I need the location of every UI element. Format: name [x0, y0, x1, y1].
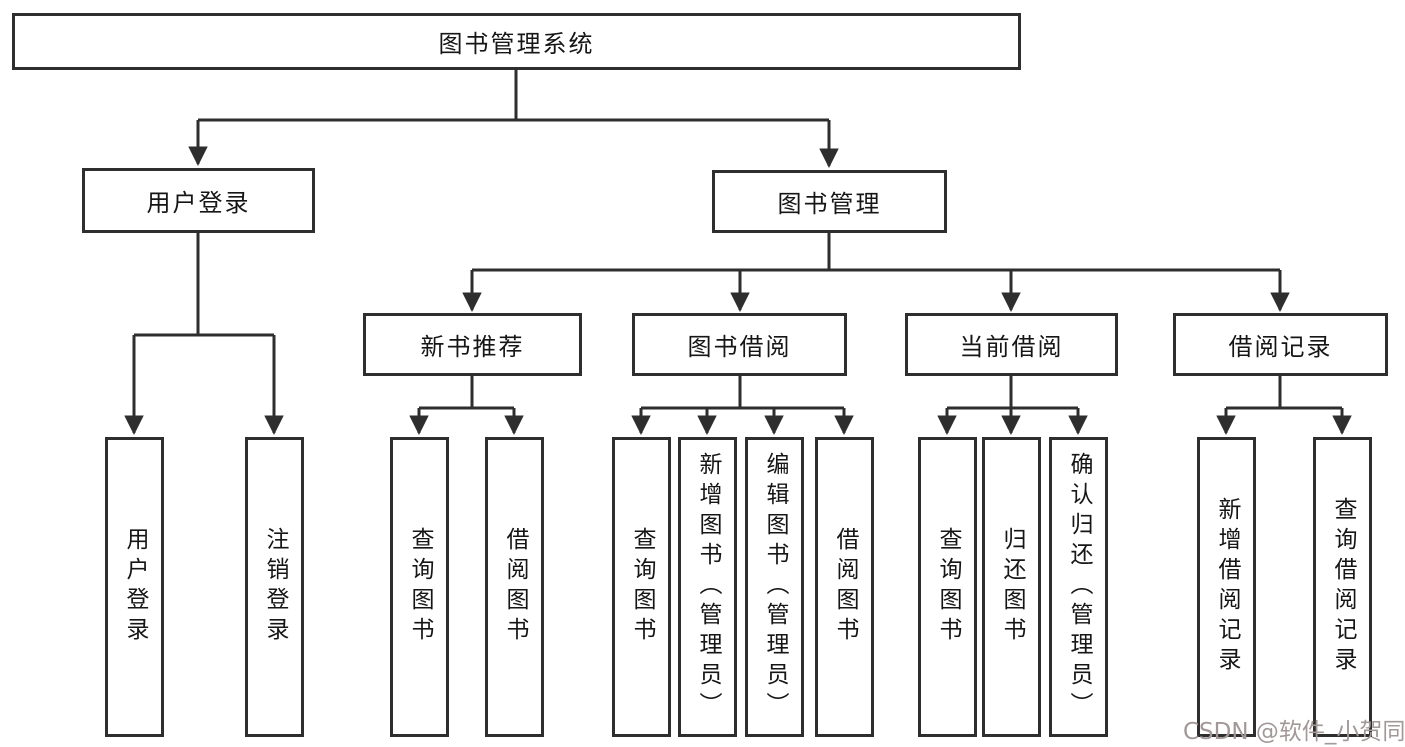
leaf-rec-query-record: 查询借阅记录 [1313, 437, 1372, 737]
csdn-watermark: CSDN @软件_小贺同学 [1183, 719, 1405, 745]
node-current-borrow: 当前借阅 [905, 313, 1118, 376]
leaf-logout: 注销登录 [245, 437, 304, 737]
node-user-login: 用户登录 [82, 168, 315, 233]
leaf-bb-add-book-admin: 新增图书（管理员） [678, 437, 737, 737]
leaf-rec-add-record: 新增借阅记录 [1197, 437, 1256, 737]
leaf-bb-edit-book-admin: 编辑图书（管理员） [745, 437, 804, 737]
leaf-user-login: 用户登录 [105, 437, 164, 737]
leaf-bb-borrow-book: 借阅图书 [815, 437, 874, 737]
leaf-nb-borrow-book: 借阅图书 [485, 437, 544, 737]
node-book-management: 图书管理 [712, 170, 947, 233]
leaf-nb-query-book: 查询图书 [390, 437, 449, 737]
leaf-cb-query-book: 查询图书 [918, 437, 977, 737]
leaf-cb-confirm-return-admin: 确认归还（管理员） [1049, 437, 1108, 737]
leaf-bb-query-book: 查询图书 [612, 437, 671, 737]
node-book-borrow: 图书借阅 [632, 313, 847, 376]
node-borrow-records: 借阅记录 [1173, 313, 1388, 376]
leaf-cb-return-book: 归还图书 [982, 437, 1041, 737]
node-root-system: 图书管理系统 [12, 13, 1021, 70]
node-new-book-recommend: 新书推荐 [363, 313, 582, 376]
